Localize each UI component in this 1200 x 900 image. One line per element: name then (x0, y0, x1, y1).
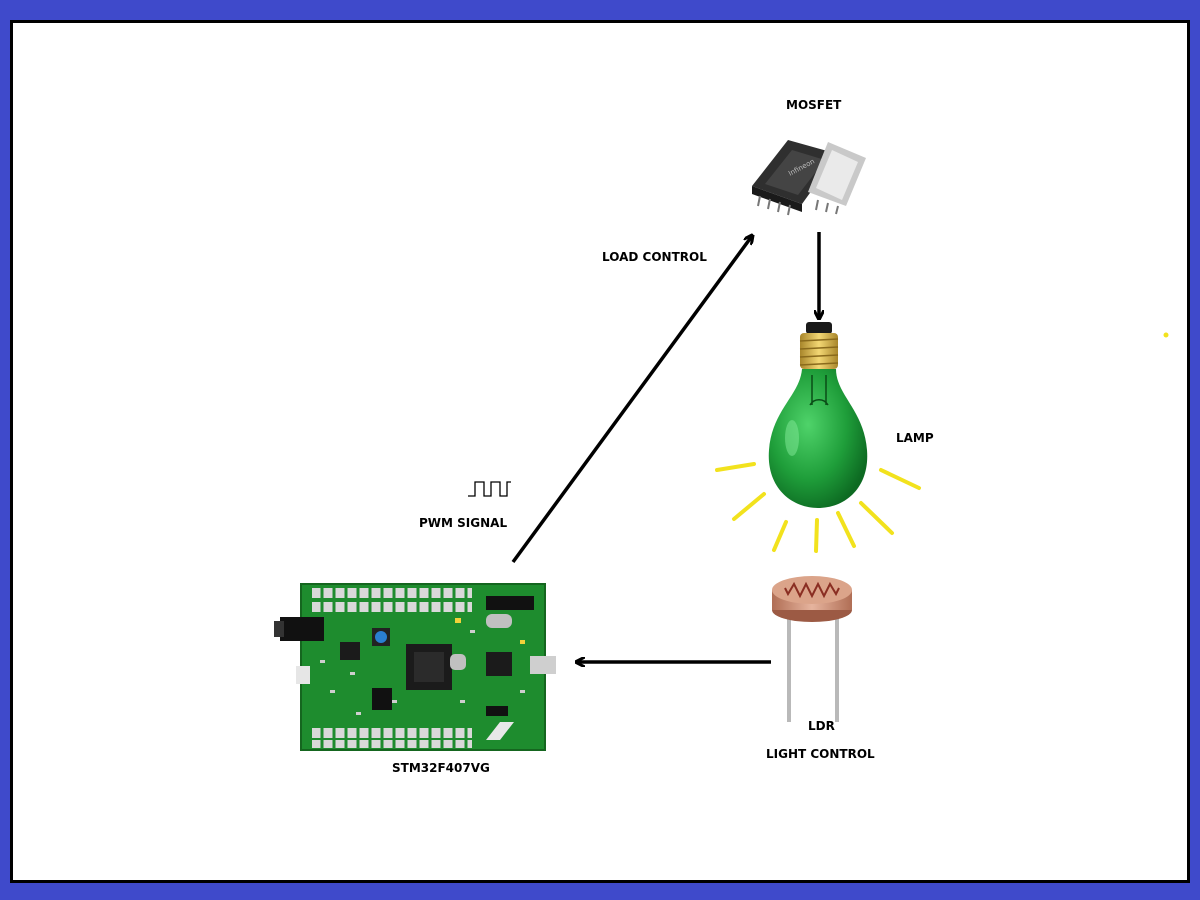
arrow-board-to-mosfet (511, 236, 752, 564)
yellow-dot (1163, 332, 1169, 338)
lamp-label: LAMP (896, 431, 934, 445)
load-control-label: LOAD CONTROL (602, 250, 707, 264)
microcontroller-board-icon (274, 583, 556, 751)
photoresistor-icon (772, 576, 852, 722)
ldr-label: LDR (808, 719, 835, 733)
square-wave-icon (468, 481, 511, 497)
light-bulb-icon (715, 322, 921, 553)
diagram-canvas (10, 20, 1190, 883)
pwm-signal-label: PWM SIGNAL (419, 516, 508, 530)
mosfet-label: MOSFET (786, 98, 842, 112)
light-control-label: LIGHT CONTROL (766, 747, 875, 761)
mosfet-chip-icon: Infineon (752, 140, 866, 216)
board-label: STM32F407VG (392, 761, 490, 775)
